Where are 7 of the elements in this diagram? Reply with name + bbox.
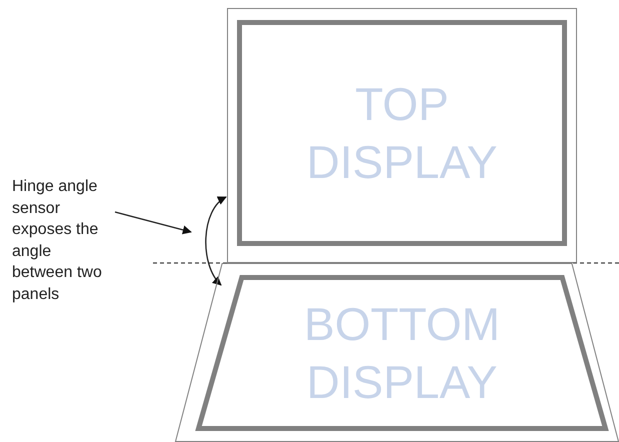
leader-arrow bbox=[114, 211, 192, 234]
top-panel bbox=[227, 8, 577, 263]
bottom-panel bbox=[175, 263, 619, 442]
note-text: Hinge angle sensor exposes the angle between two panels bbox=[12, 176, 137, 306]
angle-arrow bbox=[205, 196, 227, 286]
top-display-screen: TOP DISPLAY bbox=[237, 20, 567, 246]
bottom-display-screen: BOTTOM DISPLAY bbox=[196, 275, 608, 431]
